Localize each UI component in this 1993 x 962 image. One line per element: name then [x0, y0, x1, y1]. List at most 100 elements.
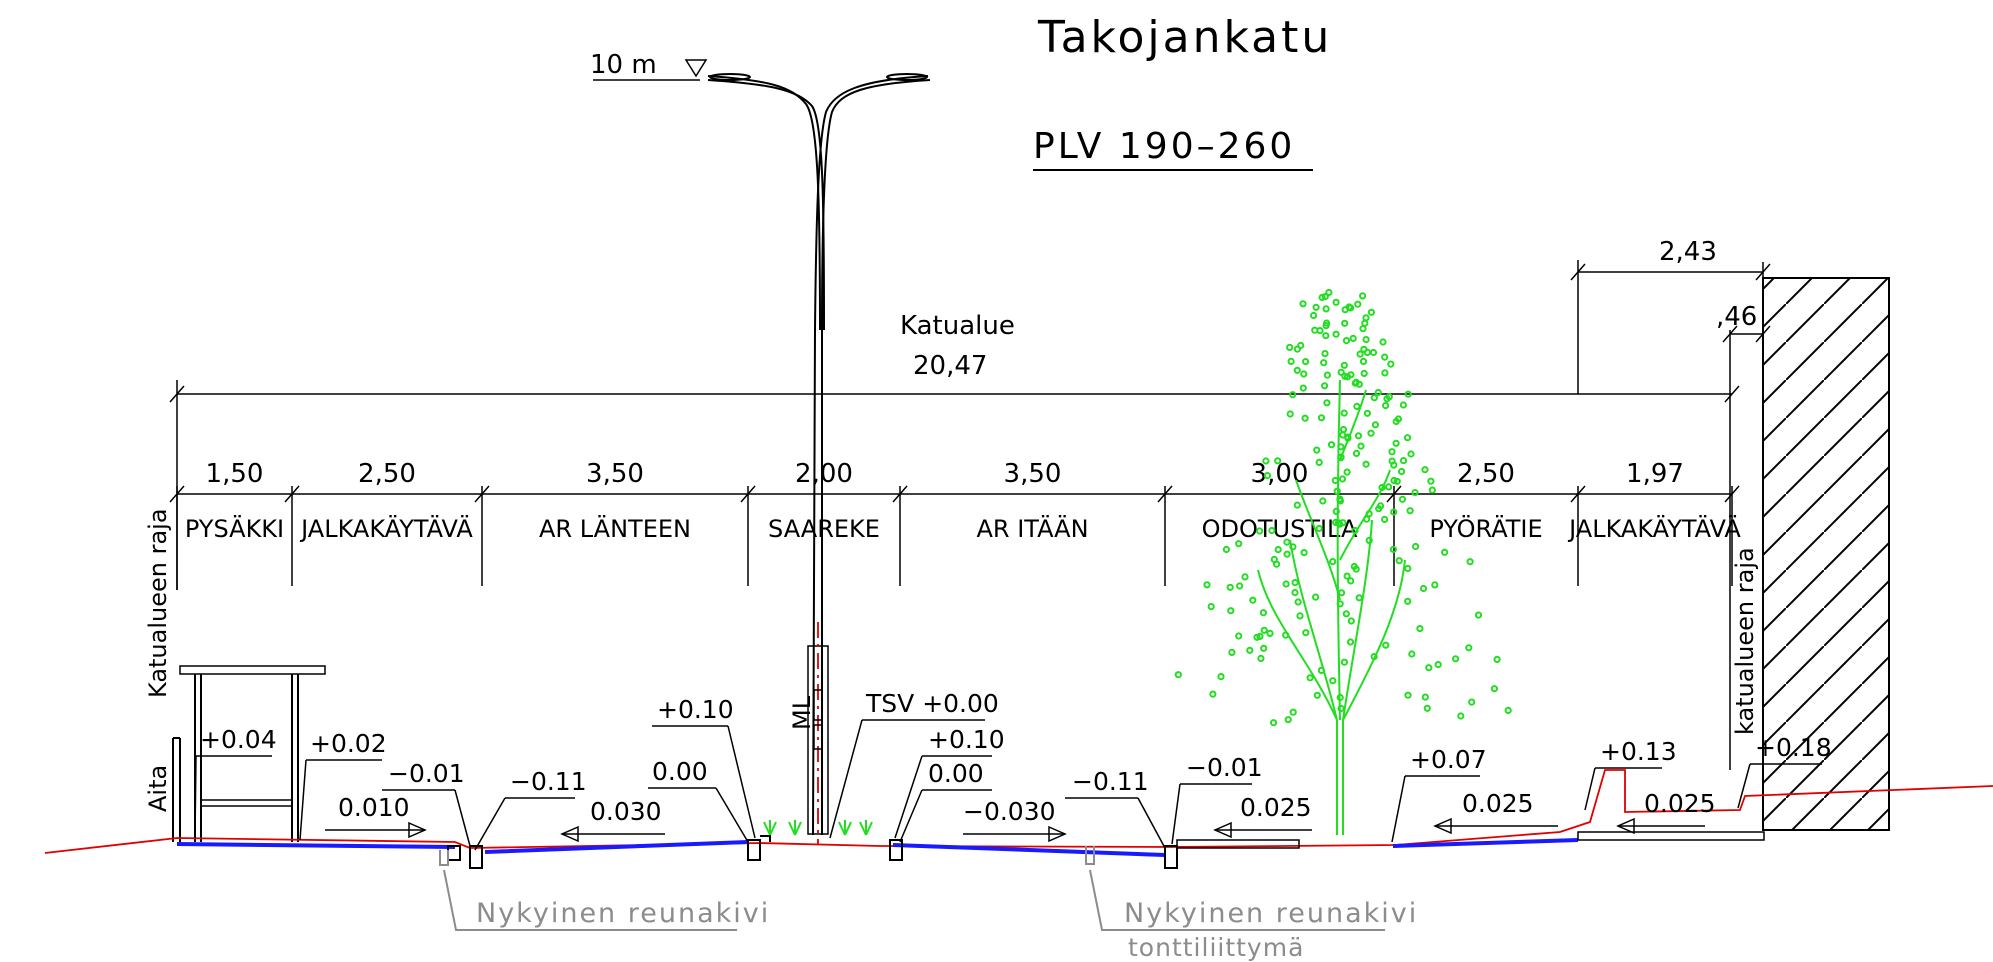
leaf-icon — [1382, 402, 1390, 410]
leaf-icon — [1457, 712, 1465, 720]
leaf-icon — [1395, 557, 1403, 565]
leaf-icon — [1392, 417, 1400, 426]
leaf-icon — [1362, 336, 1370, 344]
leaf-icon — [1425, 664, 1433, 672]
leaf-icon — [1246, 646, 1254, 654]
leaf-icon — [1337, 443, 1345, 451]
leaf-icon — [1289, 708, 1297, 716]
elevation-value: 0.00 — [928, 759, 984, 788]
leaf-icon — [1343, 468, 1351, 476]
leaf-icon — [1343, 572, 1351, 580]
level-marker-icon — [684, 59, 708, 78]
leaf-icon — [1370, 653, 1378, 661]
leaf-icon — [1378, 483, 1386, 492]
elevation-leader — [715, 787, 749, 843]
segment-tick-mark — [474, 485, 490, 503]
leaf-icon — [1321, 293, 1329, 301]
leaf-icon — [1367, 308, 1376, 316]
leaf-icon — [1256, 527, 1264, 535]
leaf-icon — [1392, 439, 1400, 447]
elevation-leader — [894, 755, 923, 839]
leaf-icon — [1376, 502, 1385, 510]
leaf-icon — [1385, 483, 1393, 491]
leaf-icon — [1421, 693, 1429, 701]
leaf-icon — [1321, 382, 1329, 390]
elevation-leader — [1171, 783, 1181, 845]
leaf-icon — [1398, 495, 1407, 503]
leaf-icon — [1357, 442, 1365, 450]
leaf-icon — [1428, 486, 1437, 494]
leaf-icon — [1465, 644, 1473, 652]
elevation-value: −0.01 — [388, 759, 465, 788]
driveway-note: tonttiliittymä — [1128, 933, 1304, 962]
total-width-value: 20,47 — [913, 351, 987, 381]
leaf-icon — [1262, 457, 1270, 465]
elevation-value: +0.10 — [928, 725, 1005, 754]
leaf-icon — [1302, 629, 1310, 637]
segment-tick-mark — [740, 485, 756, 503]
leaf-icon — [1365, 536, 1373, 545]
elevation-leader — [299, 759, 307, 841]
leaf-icon — [1312, 593, 1320, 601]
leaf-icon — [1329, 677, 1337, 685]
leaf-icon — [1256, 632, 1264, 641]
leaf-icon — [1226, 583, 1234, 591]
leaf-icon — [1336, 495, 1344, 503]
leaf-icon — [1286, 343, 1294, 351]
elevation-value: +0.13 — [1600, 737, 1677, 766]
leaf-icon — [1329, 558, 1337, 566]
leaf-icon — [1354, 300, 1362, 308]
arrow-left-icon — [1616, 817, 1635, 835]
leaf-icon — [1399, 401, 1408, 409]
elevation-value: −0.11 — [1072, 767, 1149, 796]
leaf-icon — [1379, 338, 1387, 346]
leaf-icon — [1321, 350, 1329, 358]
leaf-icon — [1355, 594, 1363, 602]
leaf-icon — [1282, 631, 1290, 639]
leaf-icon — [1403, 434, 1412, 442]
leaf-icon — [1339, 431, 1347, 439]
leaf-icon — [1217, 673, 1225, 681]
leaf-icon — [1387, 360, 1395, 368]
leaf-icon — [1299, 384, 1307, 392]
leaf-icon — [1393, 477, 1401, 485]
leaf-icon — [1291, 589, 1299, 597]
leaf-icon — [1427, 477, 1435, 485]
leaf-icon — [1374, 388, 1382, 397]
leaf-icon — [1293, 366, 1301, 374]
segment-width: 3,50 — [586, 459, 644, 489]
bus-shelter — [179, 665, 326, 842]
leaf-icon — [1370, 394, 1378, 402]
slope-value: 0.025 — [1462, 789, 1534, 818]
elevation-leader — [1391, 775, 1406, 843]
leaf-icon — [1313, 446, 1321, 454]
leaf-icon — [1381, 515, 1389, 524]
leaf-icon — [1313, 691, 1321, 699]
leaf-icon — [1209, 690, 1217, 698]
leaf-icon — [1310, 311, 1318, 320]
leaf-icon — [1341, 306, 1349, 314]
segment-tick-mark — [1386, 485, 1402, 503]
curb-left-note: Nykyinen reunakivi — [476, 898, 770, 929]
leaf-icon — [1411, 489, 1419, 497]
elevation-leader — [829, 719, 863, 839]
segment-width: 1,50 — [206, 459, 264, 489]
segment-label: SAAREKE — [768, 515, 880, 543]
leaf-icon — [1331, 476, 1339, 485]
elevation-leader — [454, 789, 471, 847]
elevation-leader — [1137, 797, 1166, 849]
leaf-icon — [1441, 548, 1449, 556]
leaf-icon — [1263, 472, 1272, 480]
leaf-icon — [1359, 357, 1368, 365]
leaf-icon — [1332, 507, 1340, 515]
leaf-icon — [1270, 719, 1278, 727]
leaf-icon — [1306, 674, 1314, 682]
leaf-icon — [1301, 414, 1309, 422]
leaf-icon — [1338, 475, 1347, 483]
leaf-icon — [1404, 564, 1412, 573]
leaf-icon — [1222, 545, 1231, 554]
segment-width: 2,50 — [358, 459, 416, 489]
